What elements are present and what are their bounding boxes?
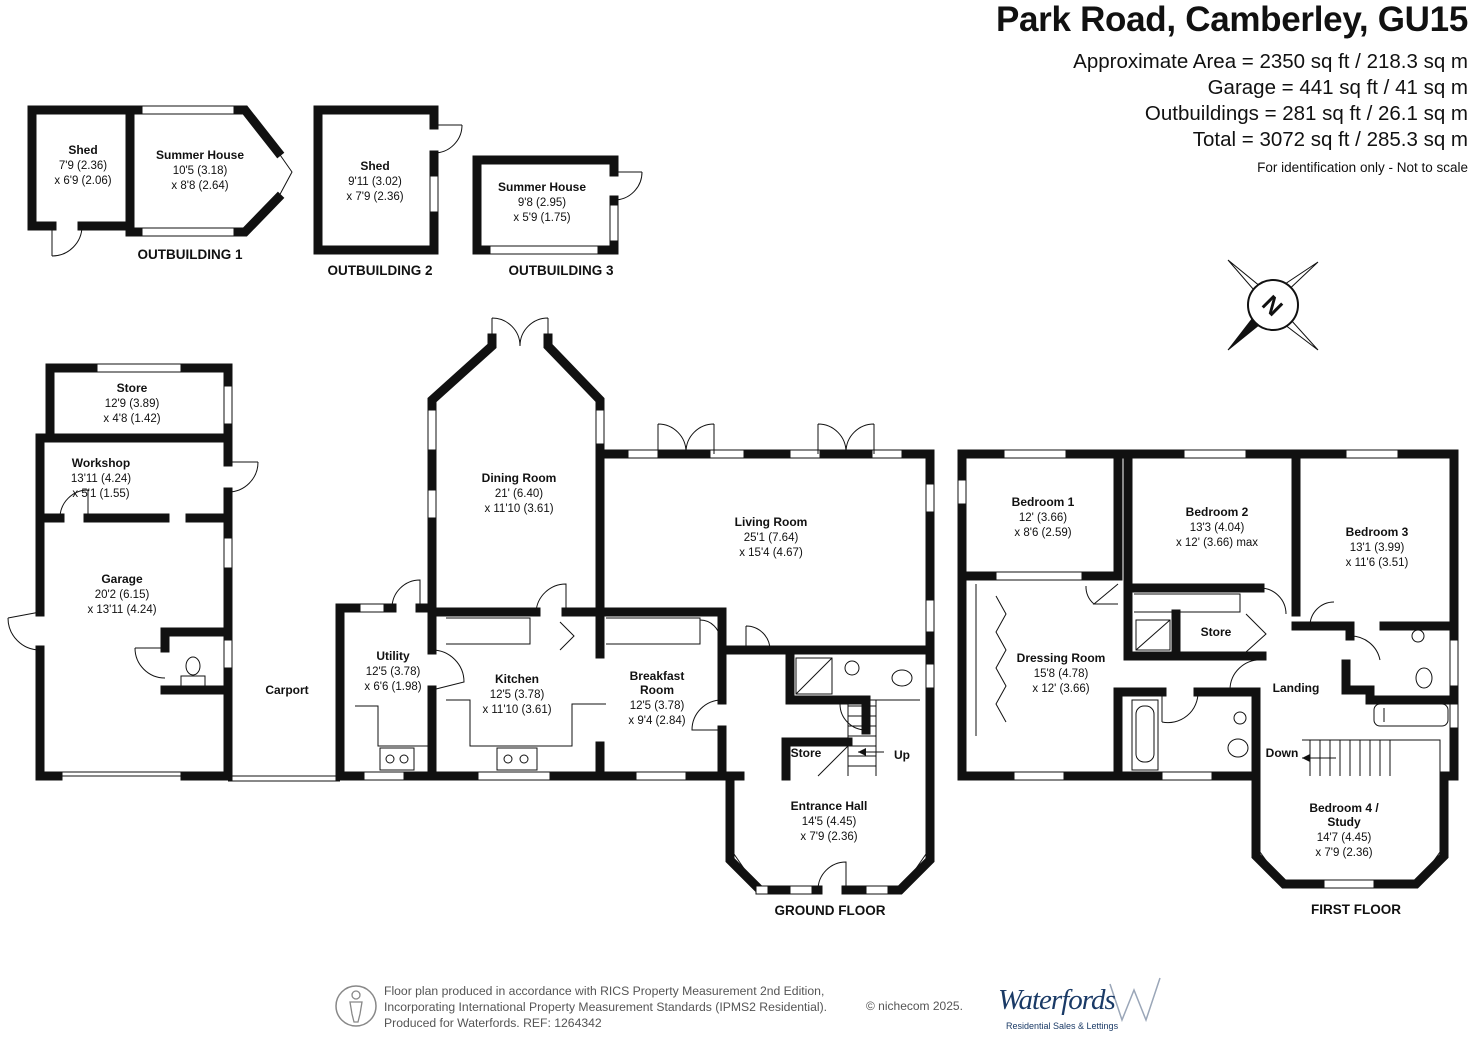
garage-dim1: 20'2 (6.15) (95, 589, 150, 601)
workshop-name: Workshop (72, 456, 130, 470)
ob3-summer-dim1: 9'8 (2.95) (518, 197, 566, 209)
utility-name: Utility (376, 649, 410, 663)
outbuilding-2: Shed 9'11 (3.02) x 7'9 (2.36) OUTBUILDIN… (313, 105, 463, 278)
bed4-dim2: x 7'9 (2.36) (1315, 847, 1372, 859)
breakfast-name-2: Room (640, 683, 674, 697)
landing-label: Landing (1273, 681, 1320, 695)
stairs-down-label: Down (1266, 746, 1299, 760)
hall-dim2: x 7'9 (2.36) (800, 831, 857, 843)
workshop-dim1: 13'11 (4.24) (71, 473, 131, 485)
ob1-shed-name: Shed (68, 143, 97, 157)
bed3-dim1: 13'1 (3.99) (1350, 542, 1405, 554)
footer-line-3: Produced for Waterfords. REF: 1264342 (384, 1016, 602, 1030)
living-dim1: 25'1 (7.64) (744, 532, 799, 544)
living-dim2: x 15'4 (4.67) (739, 547, 803, 559)
living-name: Living Room (735, 515, 808, 529)
kitchen-dim2: x 11'10 (3.61) (482, 704, 551, 716)
waterfords-w-mark (1109, 977, 1161, 1023)
store-dim2: x 4'8 (1.42) (103, 413, 160, 425)
first-floor-label: FIRST FLOOR (1311, 902, 1401, 917)
garage-area: Garage = 441 sq ft / 41 sq m (1207, 76, 1468, 99)
ob2-label: OUTBUILDING 2 (327, 263, 432, 278)
ff-store-label: Store (1201, 625, 1232, 639)
dining-name: Dining Room (482, 471, 557, 485)
stairs-up-label: Up (894, 748, 910, 762)
bed1-name: Bedroom 1 (1012, 495, 1075, 509)
disclaimer-note: For identification only - Not to scale (1257, 160, 1468, 175)
outbuildings-area: Outbuildings = 281 sq ft / 26.1 sq m (1144, 102, 1468, 125)
bed4-name-2: Study (1327, 815, 1361, 829)
compass-rose: N (1227, 259, 1319, 351)
ipms-person-icon (335, 985, 377, 1027)
bed1-dim2: x 8'6 (2.59) (1014, 527, 1071, 539)
ob1-summer-dim2: x 8'8 (2.64) (171, 180, 228, 192)
ob1-shed-dim1: 7'9 (2.36) (59, 160, 107, 172)
breakfast-dim1: 12'5 (3.78) (630, 700, 685, 712)
bed1-dim1: 12' (3.66) (1019, 512, 1067, 524)
ob2-shed-dim1: 9'11 (3.02) (348, 176, 402, 188)
footer-text: Floor plan produced in accordance with R… (384, 983, 827, 1031)
outbuilding-3: Summer House 9'8 (2.95) x 5'9 (1.75) OUT… (472, 155, 643, 278)
bed2-dim2: x 12' (3.66) max (1176, 537, 1258, 549)
utility-dim2: x 6'6 (1.98) (364, 681, 421, 693)
bed3-dim2: x 11'6 (3.51) (1346, 557, 1409, 569)
footer-line-2: Incorporating International Property Mea… (384, 1000, 828, 1014)
breakfast-dim2: x 9'4 (2.84) (628, 715, 685, 727)
bed4-name-1: Bedroom 4 / (1309, 801, 1379, 815)
garage-dim2: x 13'11 (4.24) (87, 604, 156, 616)
store-dim1: 12'9 (3.89) (105, 398, 160, 410)
bed2-name: Bedroom 2 (1186, 505, 1249, 519)
dining-dim2: x 11'10 (3.61) (484, 503, 553, 515)
waterfords-logo: Waterfords (998, 984, 1116, 1016)
dressing-dim2: x 12' (3.66) (1032, 683, 1089, 695)
ob3-summer-dim2: x 5'9 (1.75) (513, 212, 570, 224)
ob3-summer-name: Summer House (498, 180, 586, 194)
breakfast-name-1: Breakfast (630, 669, 685, 683)
ground-stairs (847, 700, 884, 776)
kitchen-dim1: 12'5 (3.78) (490, 689, 545, 701)
store-name: Store (117, 381, 148, 395)
property-title: Park Road, Camberley, GU15 (995, 0, 1468, 39)
utility-dim1: 12'5 (3.78) (366, 666, 421, 678)
bed4-dim1: 14'7 (4.45) (1317, 832, 1372, 844)
first-stairs (1302, 740, 1391, 776)
dressing-name: Dressing Room (1017, 651, 1106, 665)
kitchen-name: Kitchen (495, 672, 539, 686)
ob1-summer-dim1: 10'5 (3.18) (173, 165, 228, 177)
ob2-shed-dim2: x 7'9 (2.36) (346, 191, 403, 203)
total-area: Total = 3072 sq ft / 285.3 sq m (1192, 128, 1468, 151)
ob1-shed-dim2: x 6'9 (2.06) (54, 175, 111, 187)
first-floor-plan: Bedroom 1 12' (3.66) x 8'6 (2.59) Bedroo… (957, 449, 1459, 917)
ob1-label: OUTBUILDING 1 (137, 247, 242, 262)
ob3-label: OUTBUILDING 3 (508, 263, 613, 278)
approx-area: Approximate Area = 2350 sq ft / 218.3 sq… (1073, 50, 1468, 73)
dining-dim1: 21' (6.40) (495, 488, 543, 500)
outbuilding-1: Shed 7'9 (2.36) x 6'9 (2.06) Summer Hous… (27, 105, 293, 262)
footer-line-1: Floor plan produced in accordance with R… (384, 984, 825, 998)
copyright: © nichecom 2025. (866, 999, 963, 1013)
bed2-dim1: 13'3 (4.04) (1190, 522, 1245, 534)
carport-label: Carport (265, 683, 308, 697)
waterfords-tagline: Residential Sales & Lettings (1006, 1021, 1119, 1031)
garage-name: Garage (101, 572, 143, 586)
dressing-dim1: 15'8 (4.78) (1034, 668, 1089, 680)
workshop-dim2: x 5'1 (1.55) (72, 488, 129, 500)
ground-floor-plan: Store 12'9 (3.89) x 4'8 (1.42) Workshop … (7, 317, 935, 918)
bed3-name: Bedroom 3 (1346, 525, 1409, 539)
ob2-shed-name: Shed (360, 159, 389, 173)
ground-floor-label: GROUND FLOOR (775, 903, 886, 918)
ob1-summer-name: Summer House (156, 148, 244, 162)
hall-store-label: Store (791, 746, 822, 760)
hall-name: Entrance Hall (791, 799, 868, 813)
hall-dim1: 14'5 (4.45) (802, 816, 857, 828)
